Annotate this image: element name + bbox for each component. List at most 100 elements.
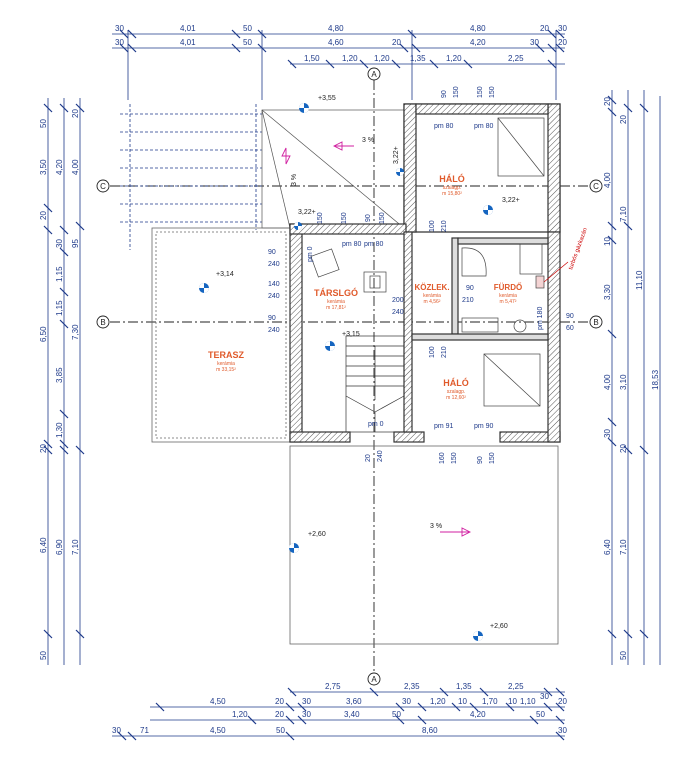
right-dim-m-4: 20 bbox=[619, 444, 628, 453]
bed-2 bbox=[483, 353, 541, 407]
bot-dim-3-7: 50 bbox=[536, 710, 545, 719]
bot-dim-2-4: 3,60 bbox=[346, 697, 362, 706]
top-dim-3-6: 2,25 bbox=[508, 54, 524, 63]
slope-side: 3 % bbox=[291, 174, 298, 186]
bot-dim-2-5: 30 bbox=[402, 697, 411, 706]
level-labels: +3,55 +3,14 +3,15 3,22+ 3,22+ 3,22+ +2,6… bbox=[216, 95, 520, 630]
room-name-kozlek: KÖZLEK. bbox=[414, 283, 449, 292]
op-150c: 150 bbox=[489, 86, 496, 98]
bot-dim-2-2: 20 bbox=[275, 697, 284, 706]
room-area-kozlek: m 4,56² bbox=[424, 299, 441, 305]
level-bedroom: 3,22+ bbox=[502, 197, 520, 204]
top-dim-3-4: 1,35 bbox=[410, 54, 426, 63]
room-name-furdo: FÜRDŐ bbox=[494, 283, 522, 292]
room-floor-kozlek: kerámia bbox=[423, 293, 441, 299]
right-dim-i-5: 3,30 bbox=[603, 284, 612, 300]
op-b150: 150 bbox=[451, 452, 458, 464]
bot-dim-1-5: 30 bbox=[540, 692, 549, 701]
bot-dim-2-11: 20 bbox=[558, 697, 567, 706]
op-w100: 100 bbox=[429, 220, 436, 232]
right-dimensions bbox=[607, 90, 649, 665]
bot-dim-1-2: 2,35 bbox=[404, 682, 420, 691]
level-top: +3,55 bbox=[318, 95, 336, 102]
right-dim-o-2: 18,53 bbox=[651, 369, 660, 390]
right-dim-i-7: 30 bbox=[603, 429, 612, 438]
level-roof-2: 3,22+ bbox=[298, 209, 316, 216]
op-w90c: 90 bbox=[466, 285, 474, 292]
op-pm180: pm 180 bbox=[537, 307, 544, 330]
op-pm80a: pm 80 bbox=[434, 123, 454, 130]
room-area-furdo: m 5,47² bbox=[500, 299, 517, 305]
top-dim-3-3: 1,20 bbox=[374, 54, 390, 63]
left-dim-o-2: 3,50 bbox=[39, 159, 48, 175]
op-c90: 90 bbox=[365, 214, 372, 222]
bot-dim-3-6: 4,20 bbox=[470, 710, 486, 719]
axis-b-right: B bbox=[593, 318, 598, 327]
bot-dim-3-3: 30 bbox=[302, 710, 311, 719]
bot-dim-2-6: 1,20 bbox=[430, 697, 446, 706]
op-w240d: 240 bbox=[392, 309, 404, 316]
right-dim-i-3: 4,00 bbox=[603, 172, 612, 188]
op-w240b: 240 bbox=[268, 293, 280, 300]
room-name-terasz: TERASZ bbox=[208, 350, 245, 360]
left-dim-o-4: 6,50 bbox=[39, 326, 48, 342]
top-dim-2-4: 4,60 bbox=[328, 38, 344, 47]
top-dim-labels: 30 4,01 50 4,80 4,80 20 30 30 4,01 50 4,… bbox=[115, 24, 567, 63]
left-dim-o-1: 50 bbox=[39, 119, 48, 128]
fireplace bbox=[363, 271, 387, 293]
right-dim-i-6: 4,00 bbox=[603, 374, 612, 390]
left-dim-m-7: 6,90 bbox=[55, 539, 64, 555]
right-dim-i-1: 20 bbox=[603, 97, 612, 106]
op-c150b: 150 bbox=[341, 212, 348, 224]
right-dim-i-8: 6,40 bbox=[603, 539, 612, 555]
left-dim-i-2: 4,00 bbox=[71, 159, 80, 175]
pergola bbox=[120, 104, 262, 250]
op-w100b: 100 bbox=[429, 346, 436, 358]
gas-boiler-label: turbós gázkazán bbox=[568, 227, 589, 270]
top-dim-1-5: 4,80 bbox=[470, 24, 486, 33]
level-roof-1: 3,22+ bbox=[393, 146, 400, 164]
opening-labels: 90 150 150 150 pm 80 pm 80 pm 80 pm 80 1… bbox=[268, 86, 574, 464]
bot-dim-2-7: 10 bbox=[458, 697, 467, 706]
washbasin bbox=[461, 317, 499, 333]
op-pm91: pm 91 bbox=[434, 423, 454, 430]
top-dim-1-1: 30 bbox=[115, 24, 124, 33]
top-dim-3-2: 1,20 bbox=[342, 54, 358, 63]
left-dim-m-6: 1,30 bbox=[55, 422, 64, 438]
op-w240c: 240 bbox=[268, 327, 280, 334]
op-pm0: pm 0 bbox=[307, 246, 314, 262]
op-w90: 90 bbox=[268, 249, 276, 256]
bot-dim-1-4: 2,25 bbox=[508, 682, 524, 691]
op-pm80d: pm 80 bbox=[364, 241, 384, 248]
left-dim-i-5: 7,10 bbox=[71, 539, 80, 555]
top-dim-2-3: 50 bbox=[243, 38, 252, 47]
axis-a-top: A bbox=[371, 70, 377, 79]
op-b240: 240 bbox=[377, 450, 384, 462]
slope-roof: 3 % bbox=[362, 137, 374, 144]
bot-dim-4-1: 30 bbox=[112, 726, 121, 735]
top-dim-2-5: 20 bbox=[392, 38, 401, 47]
top-dim-1-7: 30 bbox=[558, 24, 567, 33]
left-dim-m-1: 4,20 bbox=[55, 159, 64, 175]
shower bbox=[519, 243, 543, 275]
right-dim-i-4: 10 bbox=[603, 237, 612, 246]
room-name-tarsalgo: TÁRSLGÓ bbox=[314, 287, 358, 298]
toilet bbox=[513, 319, 527, 333]
bot-dim-3-1: 1,20 bbox=[232, 710, 248, 719]
op-w240a: 240 bbox=[268, 261, 280, 268]
op-w200: 200 bbox=[392, 297, 404, 304]
slope-labels: 3 % 3 % 3 % bbox=[291, 137, 442, 530]
top-dim-3-1: 1,50 bbox=[304, 54, 320, 63]
lower-deck bbox=[289, 445, 559, 645]
left-dim-o-7: 50 bbox=[39, 651, 48, 660]
top-dim-1-4: 4,80 bbox=[328, 24, 344, 33]
op-b150b: 150 bbox=[489, 452, 496, 464]
op-w210: 210 bbox=[441, 220, 448, 232]
room-floor-furdo: kerámia bbox=[499, 293, 517, 299]
left-dim-o-5: 20 bbox=[39, 444, 48, 453]
bot-dim-4-3: 4,50 bbox=[210, 726, 226, 735]
op-b90: 90 bbox=[477, 456, 484, 464]
slope-deck: 3 % bbox=[430, 523, 442, 530]
op-w210c: 210 bbox=[441, 346, 448, 358]
bot-dim-4-2: 71 bbox=[140, 726, 149, 735]
